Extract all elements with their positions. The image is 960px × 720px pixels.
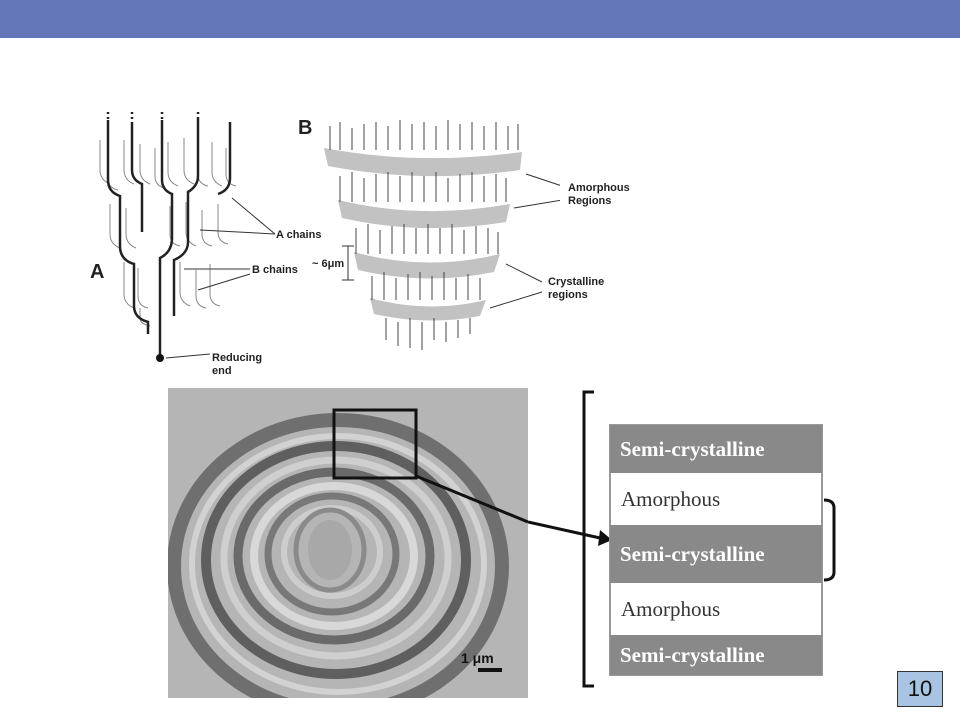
page-number: 10	[897, 671, 943, 707]
layer-semi-crystalline-1: Semi-crystalline	[610, 425, 822, 473]
b-chains-thick	[106, 118, 232, 356]
scale-6um-label: ~ 6μm	[312, 258, 345, 270]
chain-dots	[106, 112, 200, 124]
layer-semi-crystalline-3: Semi-crystalline	[610, 635, 822, 675]
repeat-bracket	[823, 498, 836, 582]
layer-amorphous-2: Amorphous	[610, 583, 822, 635]
crystalline-regions-label-line1: Crystalline	[548, 276, 605, 288]
amorphous-regions-label-line2: Regions	[568, 195, 612, 207]
scale-bracket	[342, 245, 354, 281]
micrograph-scale-label: 1 μm	[461, 650, 494, 666]
pointer-lines	[165, 197, 276, 359]
diagram-b-letter: B	[298, 117, 313, 139]
layer-semi-crystalline-2: Semi-crystalline	[610, 525, 822, 583]
top-bar	[0, 0, 960, 38]
amorphous-bands	[324, 148, 522, 321]
reducing-end-dot	[156, 354, 164, 362]
diagram-b-cluster-model	[324, 120, 560, 350]
crystalline-clusters	[329, 120, 519, 350]
reducing-end-label-line1: Reducing	[212, 352, 263, 364]
diagram-a-letter: A	[90, 261, 105, 283]
zoom-arrow	[528, 520, 612, 546]
region-pointers	[489, 173, 560, 309]
b-chains-label: B chains	[252, 264, 298, 276]
amorphous-regions-label-line1: Amorphous	[568, 182, 630, 194]
a-chains-label: A chains	[276, 229, 322, 241]
crystalline-regions-label-line2: regions	[548, 289, 588, 301]
granule-micrograph: 1 μm	[168, 388, 528, 698]
reducing-end-label-line2: end	[212, 365, 232, 377]
layer-amorphous-1: Amorphous	[610, 473, 822, 525]
layer-stack: Semi-crystalline Amorphous Semi-crystall…	[609, 424, 823, 676]
diagram-a-amylopectin	[99, 112, 276, 362]
layer-bracket	[582, 390, 594, 688]
